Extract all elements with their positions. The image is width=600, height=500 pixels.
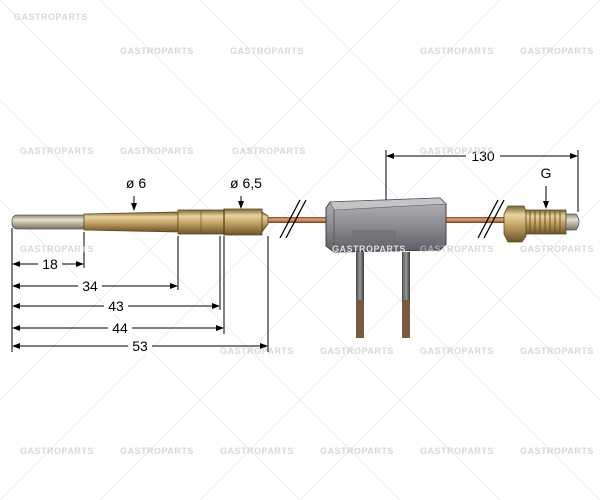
dim-label-18: 18 (42, 256, 58, 272)
watermark: GASTROPARTS (420, 46, 494, 56)
watermark: GASTROPARTS (230, 46, 304, 56)
watermark: GASTROPARTS (520, 446, 594, 456)
dim-label-44: 44 (112, 320, 128, 336)
watermark: GASTROPARTS (420, 446, 494, 456)
watermark: GASTROPARTS (20, 446, 94, 456)
dimension-labels: 18 34 43 44 53 130 ø 6 ø 6,5 G (42, 148, 551, 354)
thread-label-g: G (541, 165, 552, 181)
watermark: GASTROPARTS (520, 244, 594, 254)
watermark: GASTROPARTS (232, 146, 306, 156)
watermark: GASTROPARTS (14, 12, 88, 22)
watermark: GASTROPARTS (120, 446, 194, 456)
watermark: GASTROPARTS (20, 146, 94, 156)
dim-label-43: 43 (108, 298, 124, 314)
watermark: GASTROPARTS (120, 46, 194, 56)
watermark: GASTROPARTS (420, 346, 494, 356)
watermark: GASTROPARTS (320, 346, 394, 356)
dim-label-130: 130 (471, 148, 495, 164)
diameter-label-6-5: ø 6,5 (230, 175, 262, 191)
watermark: GASTROPARTS (332, 244, 406, 254)
watermark: GASTROPARTS (520, 346, 594, 356)
watermark: GASTROPARTS (220, 346, 294, 356)
watermark: GASTROPARTS (420, 146, 494, 156)
watermark: GASTROPARTS (120, 146, 194, 156)
watermark: GASTROPARTS (20, 244, 94, 254)
dim-label-53: 53 (132, 338, 148, 354)
watermark: GASTROPARTS (320, 446, 394, 456)
brass-probe-body (83, 208, 269, 236)
dim-label-34: 34 (82, 278, 98, 294)
label-backgrounds (38, 148, 500, 354)
copper-capillary (262, 199, 505, 239)
watermark: GASTROPARTS (520, 46, 594, 56)
connector-pins (356, 252, 410, 338)
diameter-label-6: ø 6 (126, 175, 146, 191)
interruptor-housing (325, 197, 447, 253)
watermark: GASTROPARTS (220, 446, 294, 456)
watermark: GASTROPARTS (420, 244, 494, 254)
sensor-tip (11, 214, 85, 230)
extension-lines (11, 150, 579, 352)
brass-nut-fitting (503, 205, 580, 243)
